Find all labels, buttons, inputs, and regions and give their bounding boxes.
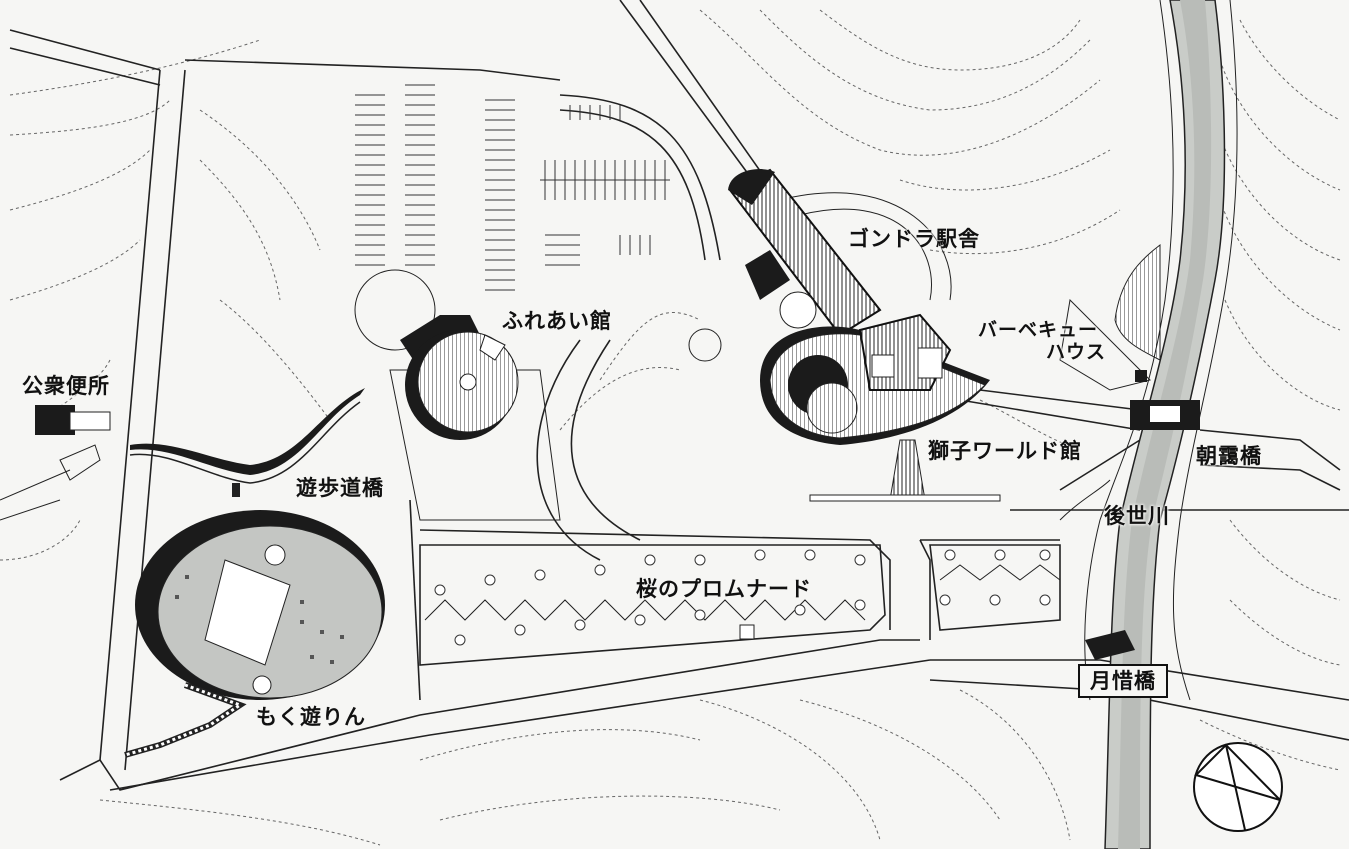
fureai-hall-label: ふれあい館 xyxy=(502,309,612,333)
contour-lines xyxy=(0,9,1341,846)
shishi-world-hall-label: 獅子ワールド館 xyxy=(928,439,1082,463)
asagiri-bridge-label: 朝靄橋 xyxy=(1196,444,1262,468)
fureai-building xyxy=(400,315,519,440)
sakura-promenade-label: 桜のプロムナード xyxy=(636,577,812,601)
goze-river-label: 後世川 xyxy=(1104,504,1170,528)
mokuyurin-label: もく遊りん xyxy=(256,705,366,729)
compass-north-icon xyxy=(1193,742,1283,832)
walkway-bridge-label: 遊歩道橋 xyxy=(296,476,384,500)
tsukioshi-bridge-label: 月惜橋 xyxy=(1078,664,1168,699)
asagiri-bridge-drawing xyxy=(1130,400,1200,430)
gondola-station-label: ゴンドラ駅舎 xyxy=(848,227,980,251)
bbq-house xyxy=(1059,243,1161,391)
parking-lots xyxy=(355,84,670,291)
promenade-trees xyxy=(419,544,1061,666)
walkway-bridge-drawing xyxy=(129,388,365,497)
bbq-house-label-line1: バーベキュー xyxy=(978,319,1099,341)
bbq-house-label-line2: ハウス xyxy=(1046,341,1107,363)
toilet-building-drawing xyxy=(35,405,111,435)
tsukioshi-bridge-drawing xyxy=(1085,630,1135,660)
shishi-world-building xyxy=(760,313,1001,502)
gondola-station xyxy=(728,168,952,337)
mokuyurin-drawing xyxy=(124,510,385,758)
public-toilet-label: 公衆便所 xyxy=(22,374,110,398)
